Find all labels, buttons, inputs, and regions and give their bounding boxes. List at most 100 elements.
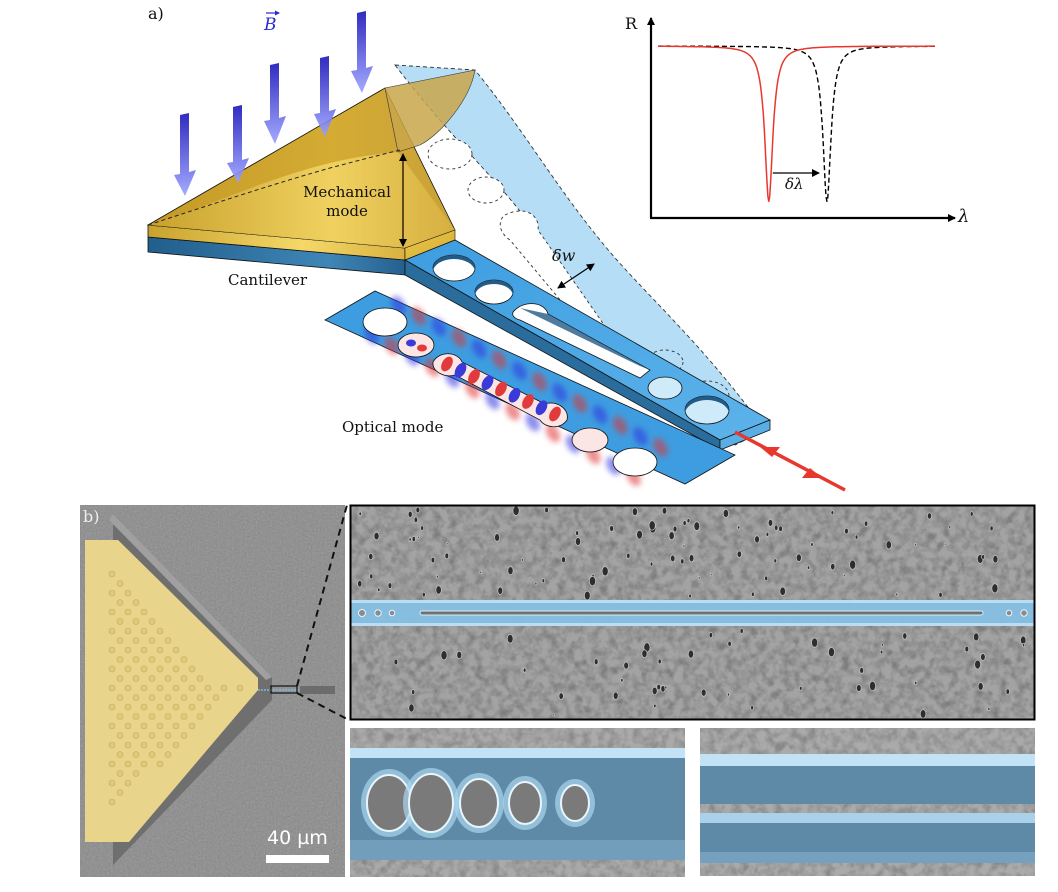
panel-b <box>80 504 1036 877</box>
surface-pit <box>497 586 504 595</box>
surface-pit <box>653 703 657 709</box>
pad-hole <box>164 713 172 720</box>
photonic-hole <box>508 781 542 825</box>
field-arrow <box>351 11 373 93</box>
pad-hole <box>212 694 220 701</box>
surface-pit <box>561 556 566 564</box>
surface-pit <box>682 544 686 548</box>
surface-pit <box>773 558 777 564</box>
pad-hole <box>236 684 244 692</box>
surface-pit <box>680 558 685 565</box>
surface-pit <box>358 511 362 516</box>
pad-hole <box>164 751 172 758</box>
surface-pit <box>641 649 648 658</box>
surface-pit <box>558 692 564 700</box>
sem-nanobeam-frame <box>349 504 1036 721</box>
surface-pit <box>806 565 811 570</box>
series-shifted-resonance <box>658 45 935 202</box>
field-lobe <box>451 328 467 348</box>
pad-hole <box>132 618 140 625</box>
surface-pit <box>750 705 754 711</box>
field-lobe <box>545 423 561 443</box>
surface-pit <box>369 573 374 580</box>
pad-hole <box>164 675 172 682</box>
pad-hole <box>140 722 148 730</box>
pad-hole <box>116 694 124 701</box>
pad-hole <box>140 627 148 635</box>
pad-hole <box>116 789 124 796</box>
surface-pit <box>989 525 994 532</box>
surface-pit <box>991 583 999 594</box>
pad-hole <box>108 570 116 578</box>
surface-pit <box>974 659 982 670</box>
pad-hole <box>156 741 164 749</box>
surface-pit <box>408 703 415 713</box>
series-original-resonance <box>658 45 935 202</box>
surface-pit <box>661 506 668 515</box>
surface-pit <box>981 554 985 560</box>
sem-holes-detail <box>350 728 685 877</box>
surface-pit <box>736 550 742 558</box>
laser-probe-arrow <box>734 430 846 492</box>
surface-pit <box>620 678 624 683</box>
surface-pit <box>626 552 631 559</box>
pad-hole <box>108 646 116 654</box>
field-stripe <box>522 394 534 409</box>
surface-pit <box>727 692 730 697</box>
field-stripe <box>508 387 521 403</box>
pad-hole <box>140 703 148 711</box>
pad-hole <box>124 741 132 749</box>
surface-pit <box>377 587 381 592</box>
surface-pit <box>522 667 527 673</box>
surface-pit <box>430 556 436 564</box>
pad-hole <box>132 732 140 739</box>
pad-hole <box>124 684 132 692</box>
pad-hole <box>204 684 212 692</box>
photonic-holes <box>361 768 595 838</box>
surface-pit <box>687 649 694 659</box>
optical-mode-beam <box>324 290 736 486</box>
surface-pit <box>357 580 363 588</box>
surface-pit <box>977 682 984 691</box>
pad-hole <box>148 675 156 682</box>
pad-hole <box>180 732 188 739</box>
pad-hole <box>172 741 180 749</box>
pad-hole <box>108 760 116 768</box>
pad-hole <box>156 627 164 635</box>
surface-pit <box>709 572 713 577</box>
sem-nanobeam <box>351 506 1034 719</box>
width-change-arrow <box>557 263 595 289</box>
field-lobe <box>431 317 446 337</box>
surface-pit <box>411 536 416 542</box>
cantilever-pad-facet <box>384 69 476 153</box>
surface-pit <box>664 685 668 690</box>
surface-pit <box>830 562 836 571</box>
field-arrow <box>264 63 286 144</box>
pad-hole <box>132 656 140 663</box>
field-stripe <box>441 356 453 372</box>
pad-hole <box>148 694 156 701</box>
pad-hole <box>108 722 116 730</box>
pad-hole <box>164 694 172 701</box>
surface-pit <box>859 667 865 674</box>
pad-hole <box>156 722 164 730</box>
pad-hole <box>108 627 116 635</box>
surface-pit <box>765 531 770 537</box>
surface-pit <box>958 562 962 566</box>
plot-y-label: R <box>625 14 638 33</box>
surface-pit <box>751 591 755 597</box>
field-lobe <box>406 339 416 347</box>
surface-pit <box>778 525 783 532</box>
pad-hole <box>124 703 132 711</box>
field-lobe <box>612 416 628 435</box>
surface-pit <box>393 658 399 666</box>
pad-hole <box>188 665 196 673</box>
surface-pit <box>534 581 538 586</box>
surface-pit <box>507 566 514 576</box>
surface-pit <box>863 520 869 527</box>
pad-hole <box>108 741 116 749</box>
surface-pit <box>854 534 859 540</box>
pad-hole <box>140 608 148 616</box>
mechanical-mode-line2: mode <box>326 202 368 220</box>
